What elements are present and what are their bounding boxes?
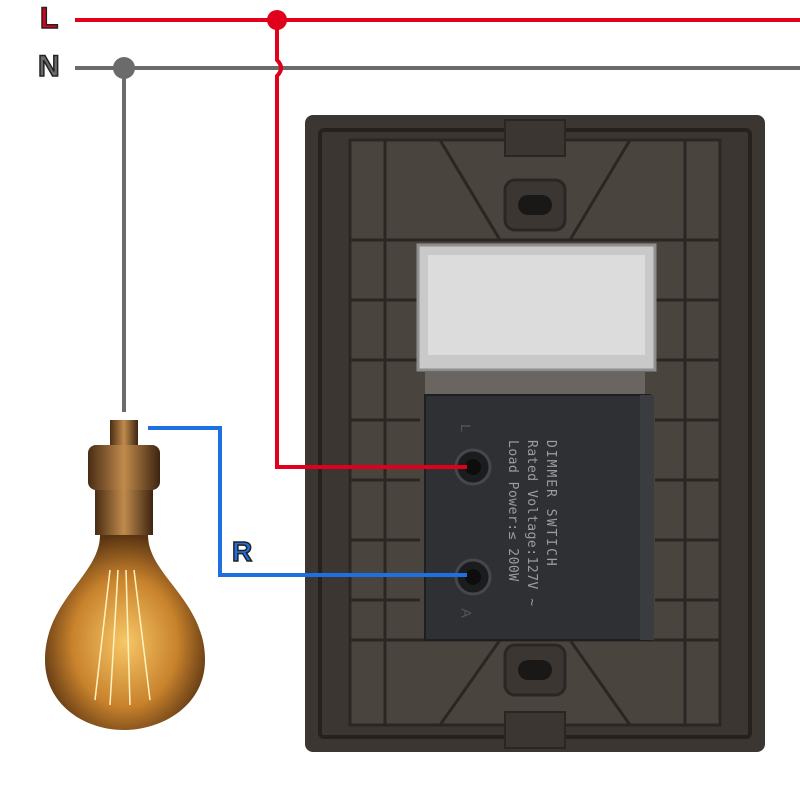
module-rated-voltage: Rated Voltage:127V ~	[524, 440, 539, 607]
load-label: R	[231, 535, 253, 568]
bulb-icon	[45, 420, 205, 730]
terminal-a-label: A	[458, 608, 475, 618]
neutral-label: N	[37, 49, 60, 84]
module-label: DIMMER SWTICH Rated Voltage:127V ~ Load …	[503, 440, 560, 607]
line-label: L	[39, 1, 59, 36]
line-junction	[267, 10, 287, 30]
line-drop-wire	[275, 20, 467, 469]
dimmer-module	[424, 394, 654, 641]
module-title: DIMMER SWTICH	[543, 440, 558, 568]
load-wire	[148, 426, 467, 577]
neutral-junction	[113, 57, 135, 79]
terminal-l-label: L	[457, 424, 474, 432]
metal-bracket	[416, 243, 657, 400]
module-load-power: Load Power:≤ 200W	[505, 440, 520, 582]
